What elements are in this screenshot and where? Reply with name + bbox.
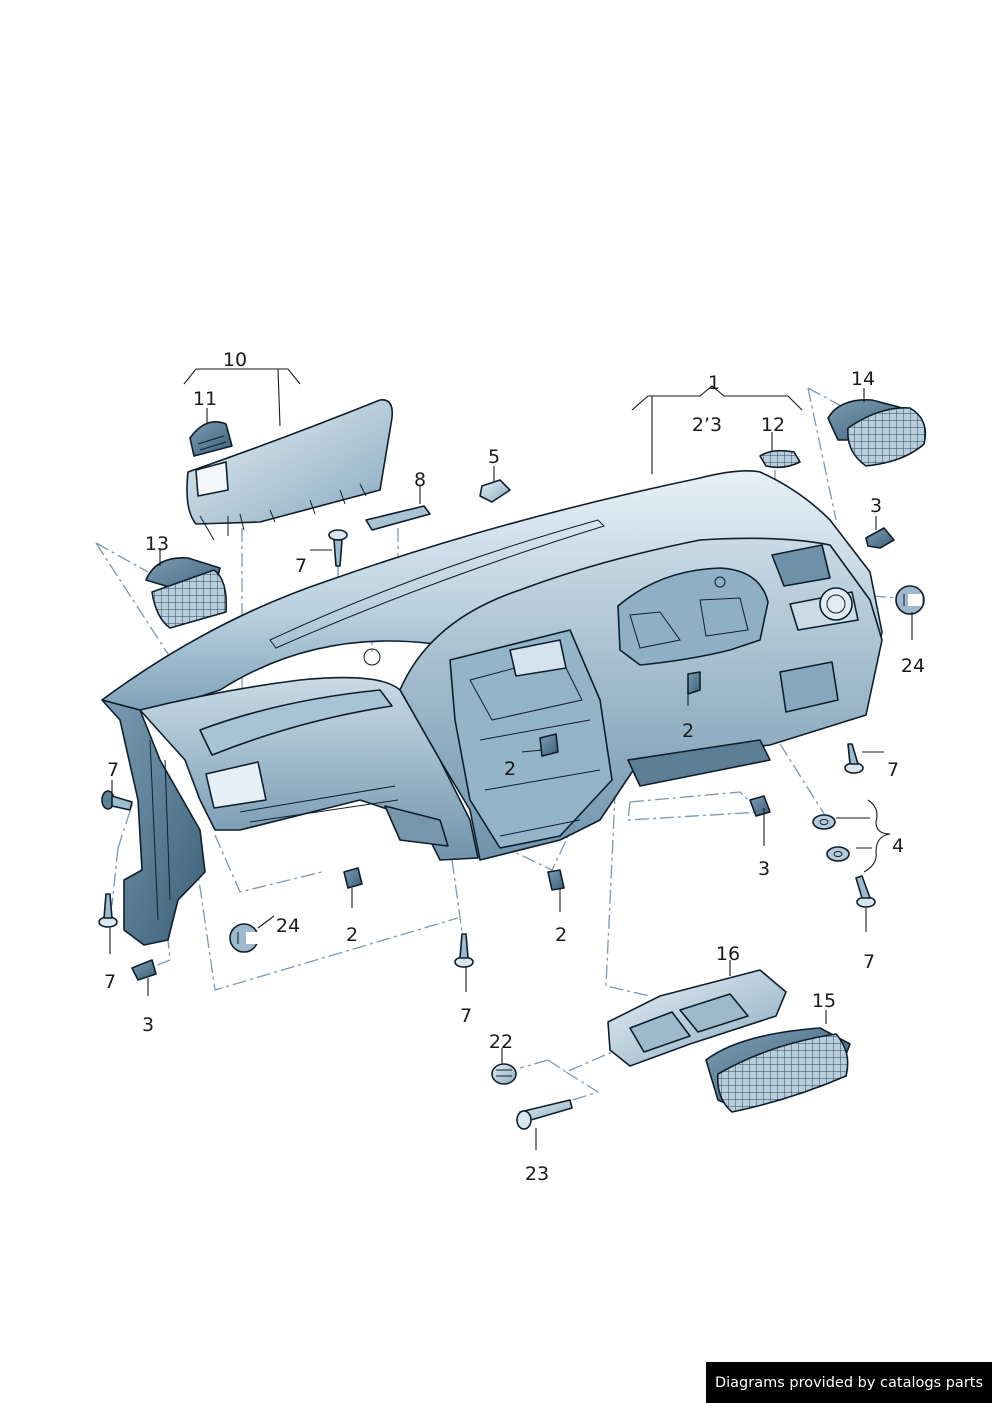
callout-11: 11: [193, 388, 217, 410]
callout-7-top: 7: [295, 555, 307, 577]
callout-2-lower-left: 2: [346, 924, 358, 946]
credit-banner: Diagrams provided by catalogs parts: [706, 1362, 992, 1403]
callout-7-center: 7: [460, 1005, 472, 1027]
screw-left-lower: [98, 893, 118, 928]
callout-2-upper-mid: 2: [504, 758, 516, 780]
part-11-cover: [189, 421, 233, 457]
screw-right-upper: [844, 743, 864, 774]
callout-22: 22: [489, 1031, 513, 1053]
callout-3-right: 3: [870, 495, 882, 517]
callout-7-right-upper: 7: [887, 759, 899, 781]
callout-7-left-lower: 7: [104, 971, 116, 993]
callout-3-mid-right: 3: [758, 858, 770, 880]
screw-left-upper: [101, 790, 133, 811]
part-12-grille: [759, 449, 801, 469]
fasteners: [98, 527, 925, 1130]
callout-10: 10: [223, 349, 247, 371]
part-23-pin: [516, 1099, 573, 1130]
callout-7-right-lower: 7: [863, 951, 875, 973]
part-15-vent-grille: [705, 1027, 851, 1113]
callout-1: 1: [708, 372, 720, 394]
callout-12: 12: [761, 414, 785, 436]
screw-center: [454, 933, 474, 968]
callout-2-lower-mid: 2: [555, 924, 567, 946]
callout-24-right: 24: [901, 655, 925, 677]
callout-4: 4: [892, 835, 904, 857]
callout-15: 15: [812, 990, 836, 1012]
part-8-cover: [365, 505, 431, 531]
leader-lines: [109, 368, 913, 1150]
callout-2-3: 2’3: [692, 414, 722, 436]
part-5-clip: [479, 479, 511, 503]
part-16-vent-housing: [607, 969, 787, 1067]
callout-7-left-upper: 7: [107, 759, 119, 781]
callout-5: 5: [488, 446, 500, 468]
part-14-right-vent: [827, 399, 927, 467]
callout-2-upper-right: 2: [682, 720, 694, 742]
callout-23: 23: [525, 1163, 549, 1185]
part-22-knob: [491, 1063, 517, 1085]
callout-14: 14: [851, 368, 875, 390]
callout-labels: 1 2’3 10 11 12 14 5 8 13 7 3 24 2 2 7 7 …: [104, 349, 925, 1185]
part-10-upper-trim: [186, 399, 394, 541]
dashboard-body: [101, 470, 883, 946]
callout-24-left: 24: [276, 915, 300, 937]
part-13-left-vent: [145, 557, 228, 629]
credit-text: Diagrams provided by catalogs parts: [714, 1374, 984, 1391]
grommet-left: [229, 923, 260, 953]
callout-3-left: 3: [142, 1014, 154, 1036]
screw-top: [328, 529, 348, 567]
callout-8: 8: [414, 469, 426, 491]
callout-16: 16: [716, 943, 740, 965]
callout-13: 13: [145, 533, 169, 555]
screw-right-lower: [855, 875, 876, 908]
grommet-right: [895, 585, 925, 615]
